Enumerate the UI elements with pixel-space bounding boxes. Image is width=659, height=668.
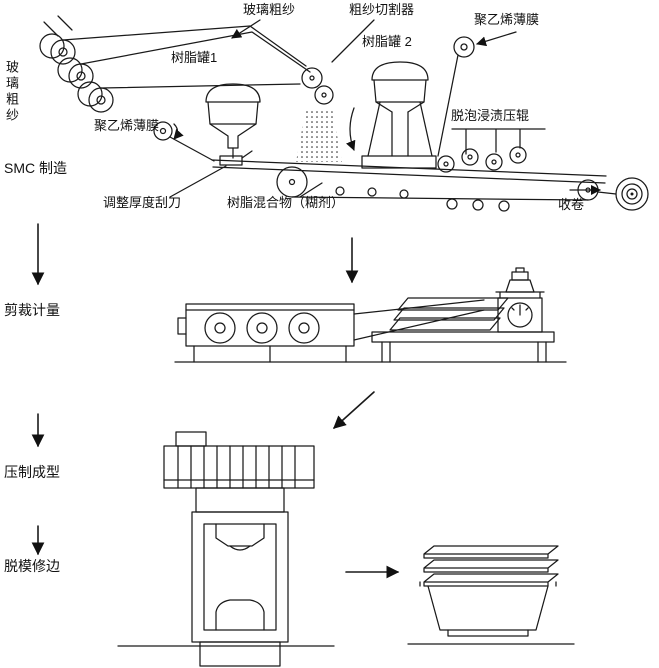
cutting-metering-station [174,299,567,363]
glass-roving-rolls [39,15,114,113]
chopped-fiber-fall [296,108,342,162]
leader-lines [169,19,517,198]
deaeration-roller-group [437,128,546,212]
label-thickness-blade: 调整厚度刮刀 [103,195,182,210]
label-cutting-metering: 剪裁计量 [4,302,60,318]
roving-cutter-drawing [301,67,334,105]
label-resin-tank-2: 树脂罐 2 [362,34,412,49]
pe-film-roll-top [437,36,475,157]
doctor-blade-drawing [219,150,253,166]
label-deaeration-rollers: 脱泡浸渍压辊 [451,108,530,123]
process-flow-arrows [31,223,400,579]
metering-table [371,297,555,363]
take-up-roll-drawing [597,177,649,211]
resin-tank-2-drawing [361,61,437,169]
resin-tank-1-drawing [205,83,261,159]
label-pe-film-top: 聚乙烯薄膜 [474,12,540,27]
label-glass-roving-left: 玻璃粗纱 [3,60,19,124]
weighing-scale-drawing [495,267,545,333]
label-resin-tank-1: 树脂罐1 [171,50,218,65]
conveyor-belt-drawing [211,107,607,201]
press-machine-drawing [117,431,335,667]
molded-product-drawing [407,545,575,645]
label-smc-manufacture: SMC 制造 [4,160,67,176]
label-demold-trimming: 脱模修边 [4,558,60,574]
label-roving-cutter: 粗纱切割器 [349,2,415,17]
label-pe-film-left: 聚乙烯薄膜 [94,118,160,133]
label-take-up: 收卷 [558,197,585,212]
label-resin-paste: 树脂混合物（糊剂） [227,195,345,210]
label-press-molding: 压制成型 [4,464,60,480]
pe-film-roll-left [153,121,215,162]
label-glass-roving-top: 玻璃粗纱 [243,2,296,17]
